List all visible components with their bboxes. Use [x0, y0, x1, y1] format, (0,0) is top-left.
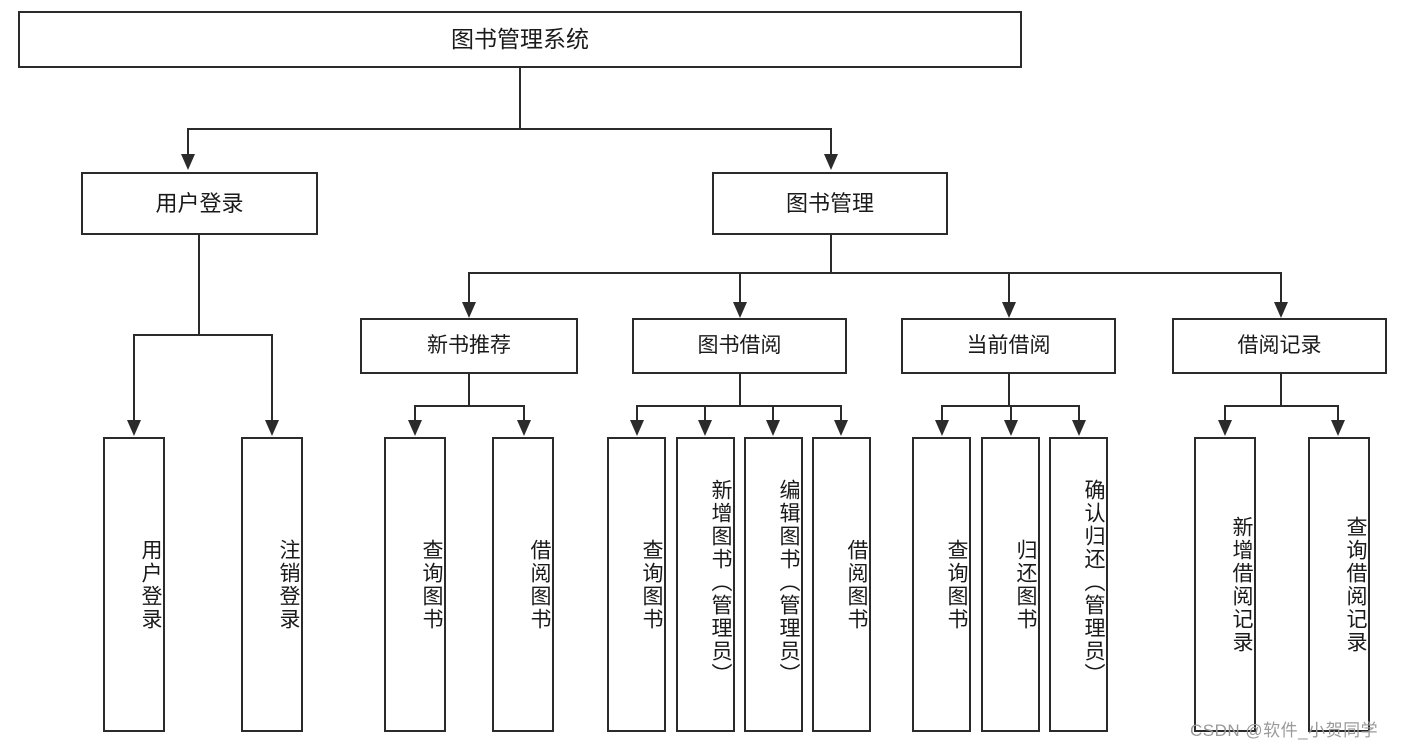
- connector-book-manage-to-new-book: [468, 272, 470, 304]
- leaf-user-login-login[interactable]: 用户登录: [103, 437, 165, 732]
- connector-book-manage-to-record: [1280, 272, 1282, 304]
- node-label: 查询借阅记录: [1344, 515, 1367, 654]
- connector-root-to-user-login: [187, 128, 189, 156]
- connector-new-book-bar: [414, 405, 524, 407]
- arrow-head-icon: [181, 154, 195, 170]
- connector-user-login-bar: [133, 334, 271, 336]
- leaf-borrow-record-add-record[interactable]: 新增借阅记录: [1194, 437, 1256, 732]
- arrow-head-icon: [462, 302, 476, 318]
- node-label: 新增借阅记录: [1230, 515, 1253, 654]
- node-label: 编辑图书（管理员）: [777, 479, 800, 686]
- leaf-borrow-record-query-record[interactable]: 查询借阅记录: [1308, 437, 1370, 732]
- node-label: 图书管理系统: [451, 26, 589, 53]
- arrow-head-icon: [265, 420, 279, 436]
- node-label: 确认归还（管理员）: [1082, 479, 1105, 686]
- connector-current-borrow-to-leaf-3: [1078, 405, 1080, 422]
- arrow-head-icon: [127, 420, 141, 436]
- node-root-system[interactable]: 图书管理系统: [18, 11, 1022, 68]
- node-label: 借阅图书: [845, 538, 868, 631]
- node-label: 借阅图书: [528, 538, 551, 631]
- leaf-current-borrow-query-book[interactable]: 查询图书: [912, 437, 971, 732]
- arrow-head-icon: [824, 154, 838, 170]
- connector-book-borrow-stem: [739, 374, 741, 407]
- connector-book-borrow-to-leaf-4: [840, 405, 842, 422]
- node-current-borrow[interactable]: 当前借阅: [901, 318, 1116, 374]
- node-label: 用户登录: [155, 190, 244, 216]
- node-label: 图书借阅: [697, 333, 782, 357]
- connector-book-borrow-to-leaf-2: [704, 405, 706, 422]
- arrow-head-icon: [1004, 420, 1018, 436]
- connector-new-book-stem: [468, 374, 470, 407]
- node-label: 新增图书（管理员）: [709, 479, 732, 686]
- arrow-head-icon: [766, 420, 780, 436]
- node-label: 用户登录: [139, 538, 162, 631]
- leaf-book-borrow-edit-book-admin[interactable]: 编辑图书（管理员）: [744, 437, 803, 732]
- arrow-head-icon: [698, 420, 712, 436]
- connector-root-to-book-manage: [830, 128, 832, 156]
- leaf-book-borrow-add-book-admin[interactable]: 新增图书（管理员）: [676, 437, 735, 732]
- connector-book-manage-to-current: [1008, 272, 1010, 304]
- node-new-book-recommend[interactable]: 新书推荐: [360, 318, 578, 374]
- connector-root-bar: [187, 128, 832, 130]
- node-label: 新书推荐: [427, 333, 511, 357]
- node-book-management[interactable]: 图书管理: [712, 172, 948, 235]
- arrow-head-icon: [408, 420, 422, 436]
- leaf-user-login-logout[interactable]: 注销登录: [241, 437, 303, 732]
- arrow-head-icon: [1331, 420, 1345, 436]
- node-book-borrow[interactable]: 图书借阅: [632, 318, 847, 374]
- arrow-head-icon: [630, 420, 644, 436]
- connector-book-borrow-to-leaf-1: [636, 405, 638, 422]
- leaf-current-borrow-return-book[interactable]: 归还图书: [981, 437, 1040, 732]
- connector-book-manage-stem: [830, 235, 832, 273]
- arrow-head-icon: [1002, 302, 1016, 318]
- connector-borrow-record-bar: [1224, 405, 1338, 407]
- leaf-book-borrow-query-book[interactable]: 查询图书: [607, 437, 666, 732]
- arrow-head-icon: [834, 420, 848, 436]
- connector-current-borrow-to-leaf-1: [941, 405, 943, 422]
- connector-book-manage-bar: [468, 272, 1280, 274]
- arrow-head-icon: [1072, 420, 1086, 436]
- connector-book-manage-to-borrow: [739, 272, 741, 304]
- node-label: 查询图书: [420, 538, 443, 631]
- node-label: 查询图书: [640, 538, 663, 631]
- node-label: 查询图书: [945, 538, 968, 631]
- connector-root-stem: [519, 68, 521, 129]
- node-label: 当前借阅: [966, 333, 1051, 357]
- leaf-new-book-query-book[interactable]: 查询图书: [384, 437, 446, 732]
- connector-borrow-record-stem: [1280, 374, 1282, 407]
- arrow-head-icon: [733, 302, 747, 318]
- leaf-book-borrow-borrow-book[interactable]: 借阅图书: [812, 437, 871, 732]
- connector-borrow-record-to-leaf-1: [1224, 405, 1226, 422]
- node-label: 图书管理: [785, 190, 874, 216]
- connector-book-borrow-to-leaf-3: [772, 405, 774, 422]
- node-borrow-record[interactable]: 借阅记录: [1172, 318, 1387, 374]
- node-label: 注销登录: [277, 538, 300, 631]
- connector-book-borrow-bar: [636, 405, 841, 407]
- connector-current-borrow-to-leaf-2: [1010, 405, 1012, 422]
- connector-current-borrow-stem: [1008, 374, 1010, 407]
- leaf-current-borrow-confirm-return-admin[interactable]: 确认归还（管理员）: [1049, 437, 1108, 732]
- connector-borrow-record-to-leaf-2: [1337, 405, 1339, 422]
- arrow-head-icon: [1274, 302, 1288, 318]
- node-label: 借阅记录: [1237, 333, 1322, 357]
- connector-new-book-to-leaf-1: [414, 405, 416, 422]
- arrow-head-icon: [1218, 420, 1232, 436]
- leaf-new-book-borrow-book[interactable]: 借阅图书: [492, 437, 554, 732]
- arrow-head-icon: [517, 420, 531, 436]
- connector-user-login-to-leaf-1: [133, 334, 135, 422]
- connector-new-book-to-leaf-2: [523, 405, 525, 422]
- node-user-login[interactable]: 用户登录: [81, 172, 318, 235]
- connector-user-login-stem: [198, 235, 200, 335]
- connector-user-login-to-leaf-2: [271, 334, 273, 422]
- arrow-head-icon: [935, 420, 949, 436]
- node-label: 归还图书: [1014, 538, 1037, 631]
